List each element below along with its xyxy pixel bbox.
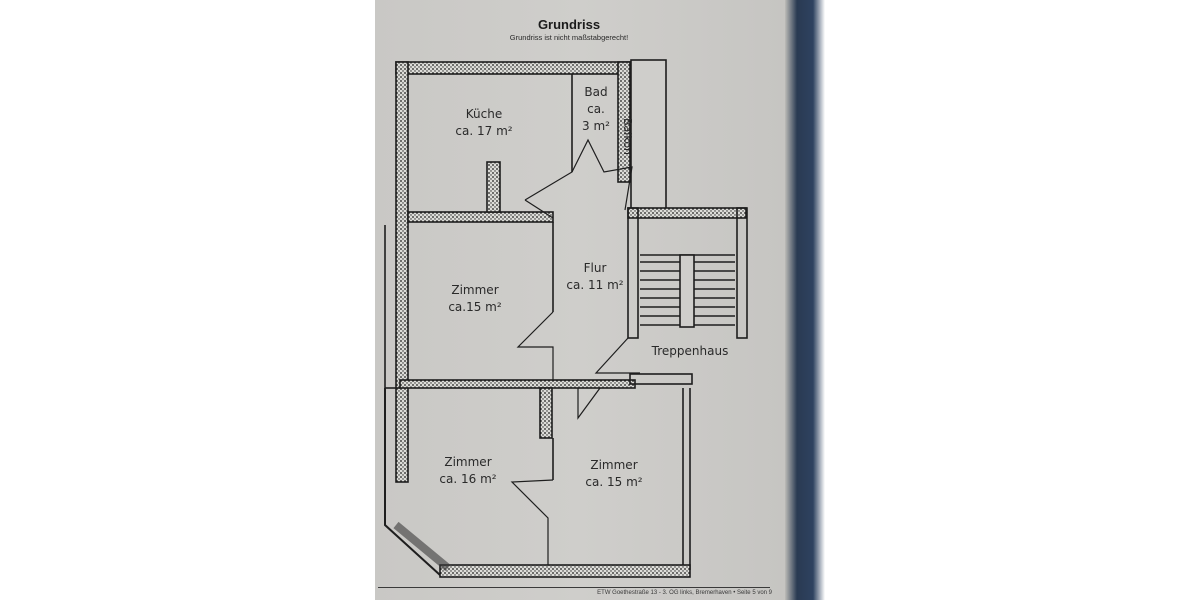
room-label-treppenhaus: Treppenhaus <box>640 343 740 360</box>
room-area: 3 m² <box>582 119 610 133</box>
document-page <box>375 0 785 600</box>
room-label-zimmer-1: Zimmer ca.15 m² <box>435 282 515 316</box>
room-name: Zimmer <box>451 283 499 297</box>
room-label-flur: Flur ca. 11 m² <box>555 260 635 294</box>
room-area: ca. 15 m² <box>585 475 643 489</box>
room-label-balkon: Balkon <box>621 118 634 156</box>
room-name: Bad <box>584 85 608 99</box>
room-name: Küche <box>465 107 503 121</box>
room-area: ca. 17 m² <box>455 124 513 138</box>
page-edge-shadow <box>785 0 825 600</box>
room-name: Zimmer <box>590 458 638 472</box>
room-label-kueche: Küche ca. 17 m² <box>444 106 524 140</box>
room-label-bad: Bad ca. 3 m² <box>576 84 616 135</box>
room-name: Zimmer <box>444 455 492 469</box>
room-name: Treppenhaus <box>651 344 729 358</box>
room-label-zimmer-3: Zimmer ca. 15 m² <box>574 457 654 491</box>
room-name: Flur <box>583 261 607 275</box>
room-area: ca.15 m² <box>448 300 502 314</box>
room-label-zimmer-2: Zimmer ca. 16 m² <box>428 454 508 488</box>
room-area: ca. 16 m² <box>439 472 497 486</box>
page-title: Grundriss <box>537 17 601 32</box>
room-area: ca. 11 m² <box>566 278 624 292</box>
page-footer: ETW Goethestraße 13 - 3. OG links, Breme… <box>597 590 772 596</box>
page-subtitle: Grundriss ist nicht maßstabgerecht! <box>509 33 629 42</box>
room-area: ca. <box>587 102 605 116</box>
footer-divider <box>378 587 770 588</box>
